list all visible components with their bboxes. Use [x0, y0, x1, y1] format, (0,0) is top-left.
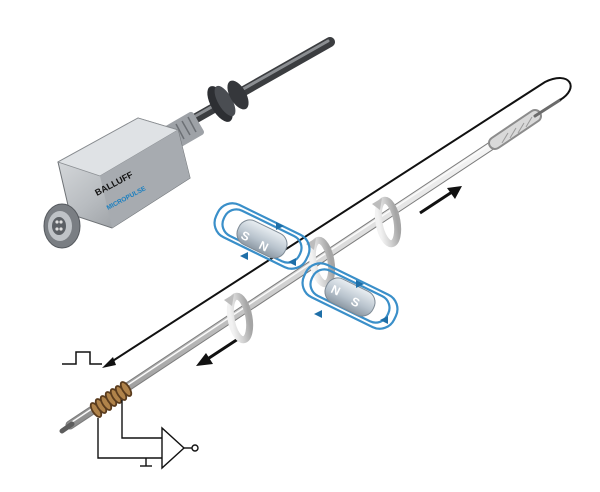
- signal-direction-arrow-icon: [196, 337, 239, 366]
- rotation-ring-icon: [224, 292, 254, 344]
- signal-circuit: [97, 400, 199, 470]
- waveguide-rod: [59, 98, 562, 434]
- probe-rod: [170, 37, 335, 135]
- sensor-housing: BALLUFF MICROPULSE: [43, 37, 335, 249]
- rotation-ring-icon: [306, 236, 336, 288]
- cable-connector: [43, 203, 81, 249]
- rotation-ring-icon: [372, 196, 402, 248]
- square-pulse-icon: [62, 351, 102, 365]
- amplifier-symbol-icon: [161, 426, 186, 470]
- magnet-lower: N S: [301, 262, 399, 330]
- return-wire: [102, 77, 572, 368]
- rod-end-cap: [488, 98, 562, 150]
- signal-direction-arrow-icon: [419, 186, 462, 215]
- pickup-coil: [89, 381, 133, 418]
- magnet-upper: N S: [213, 202, 311, 270]
- wire-arrowhead: [102, 357, 116, 368]
- flange-washer: [207, 80, 249, 122]
